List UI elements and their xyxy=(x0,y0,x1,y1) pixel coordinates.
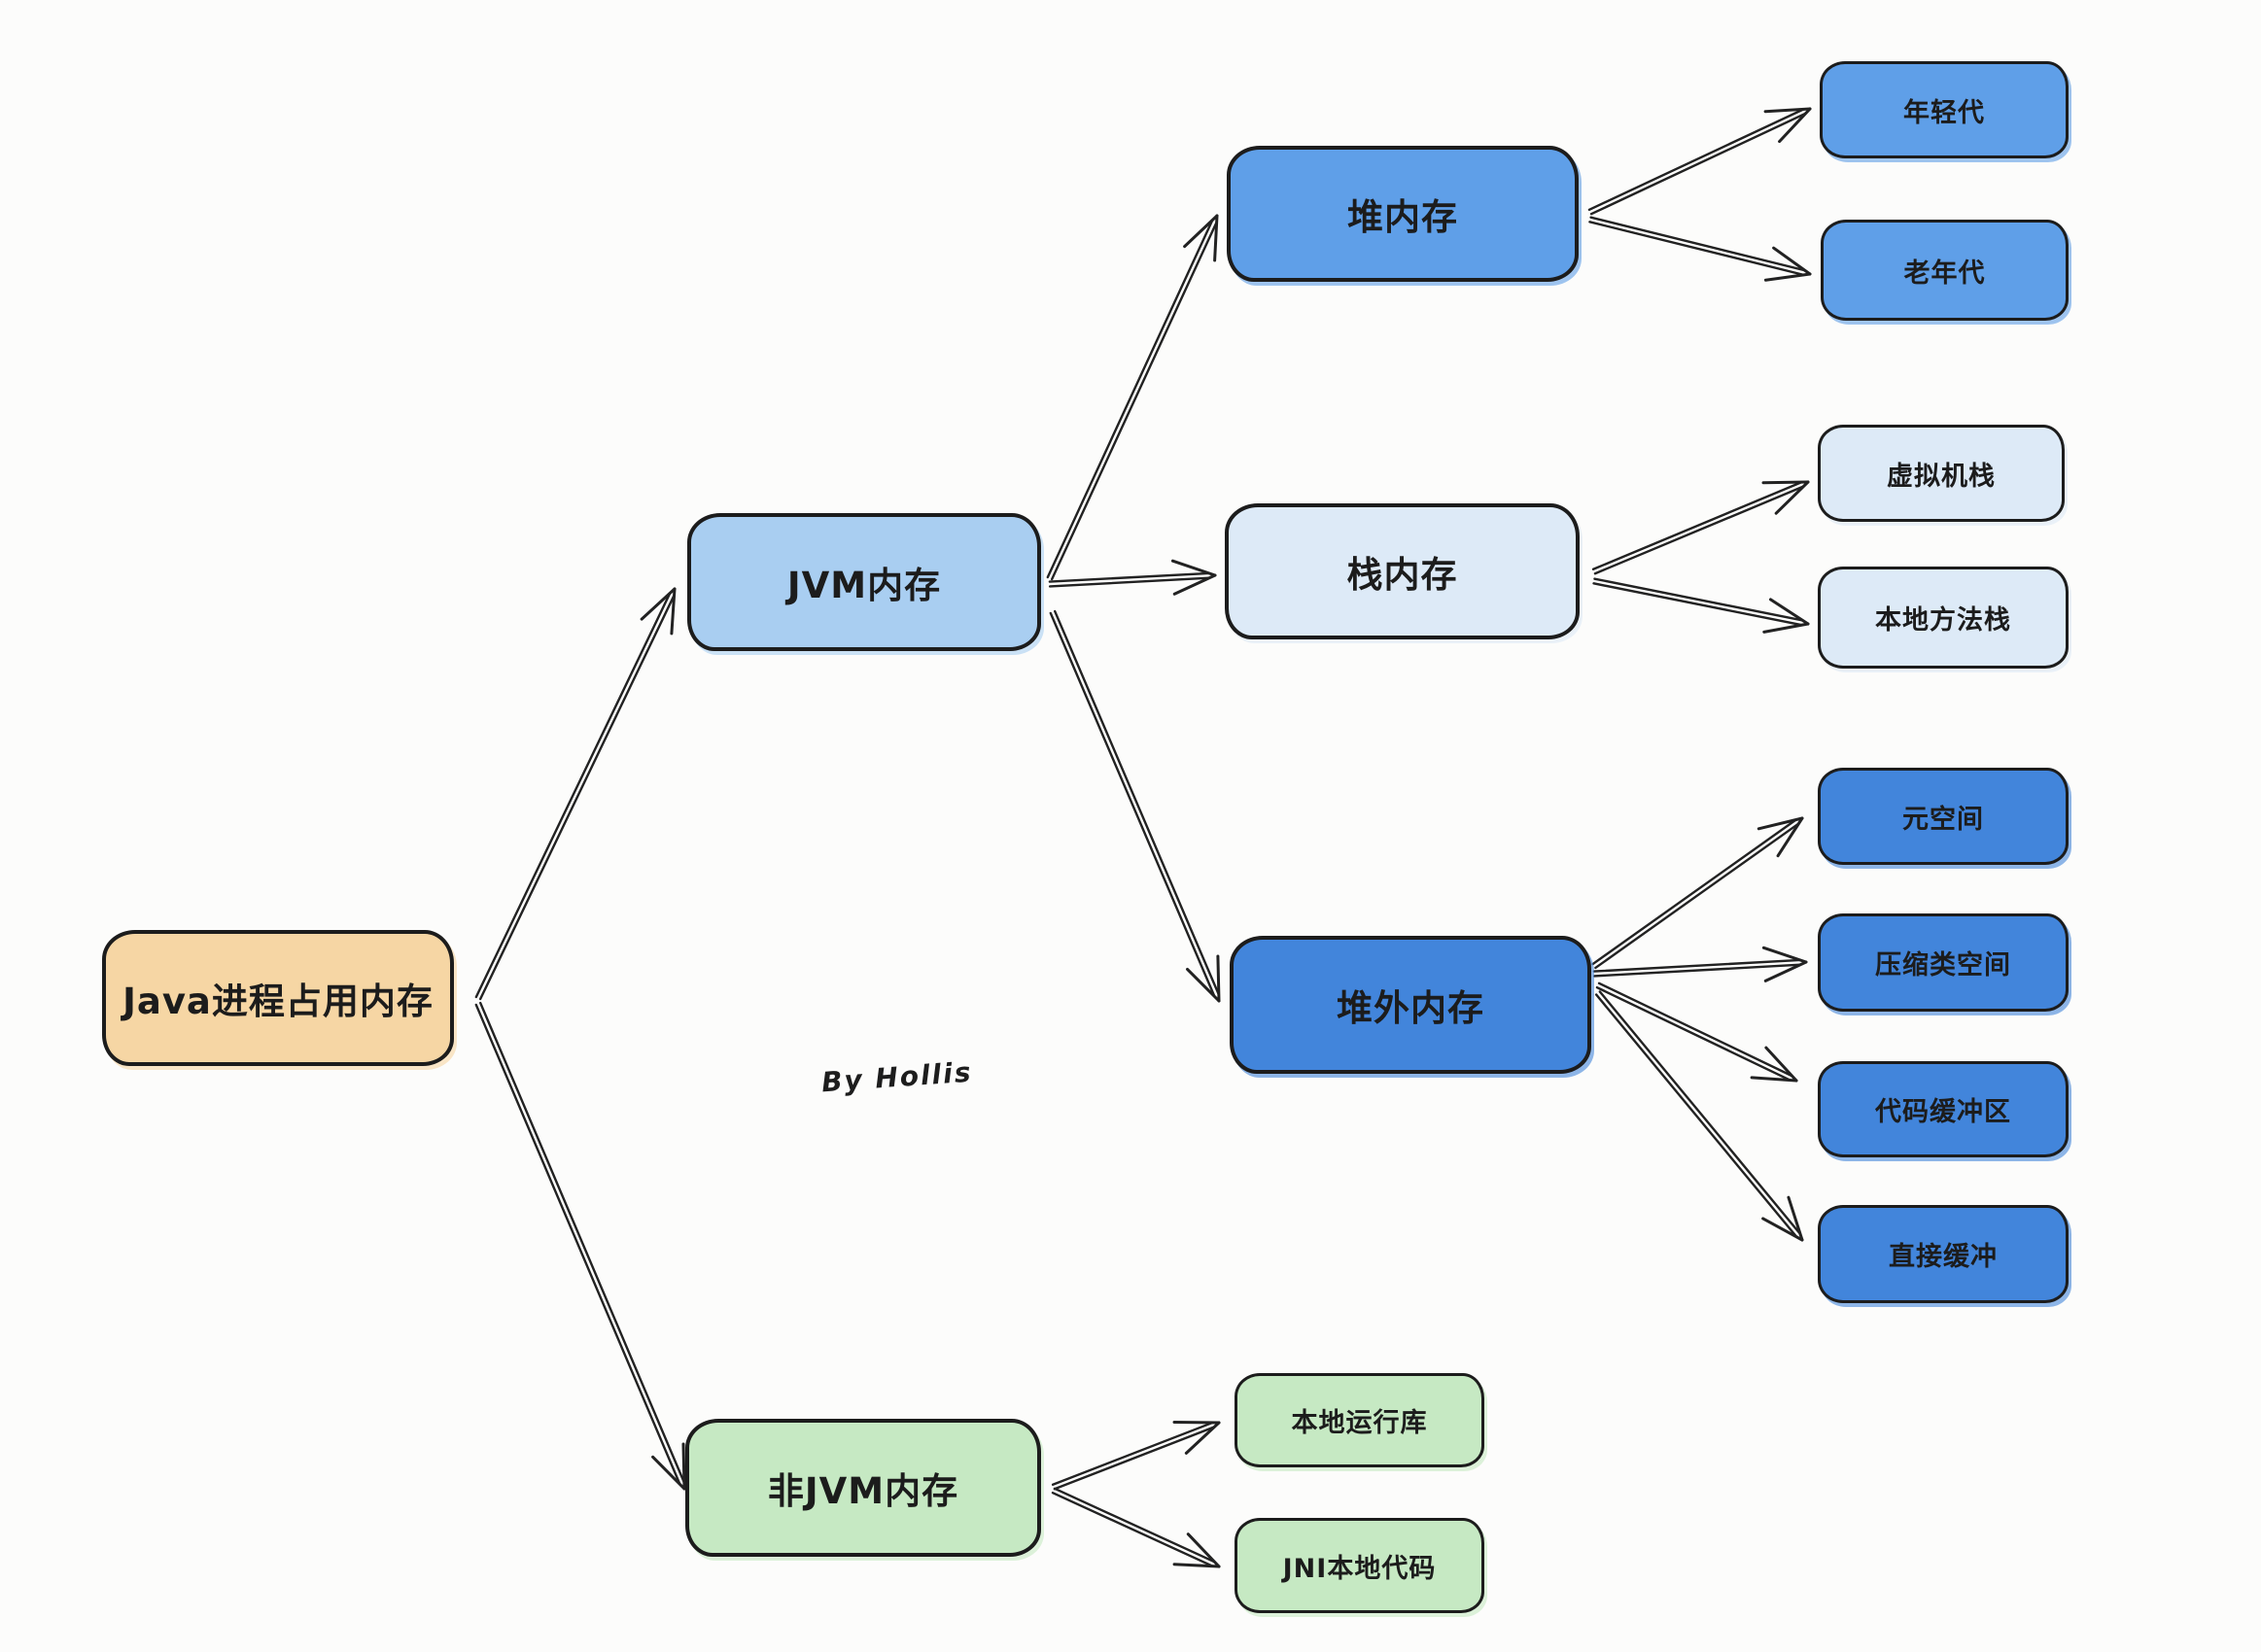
node-label-jvm: JVM内存 xyxy=(786,565,942,606)
edge-root-to-jvm xyxy=(474,587,677,1001)
node-label-nativelib: 本地运行库 xyxy=(1291,1408,1428,1438)
node-offheap[interactable]: 堆外内存 xyxy=(1230,936,1591,1074)
node-compressed[interactable]: 压缩类空间 xyxy=(1818,913,2069,1012)
edge-offheap-to-compressed xyxy=(1592,946,1808,982)
edge-jvm-to-offheap xyxy=(1049,609,1221,1003)
node-codecache[interactable]: 代码缓冲区 xyxy=(1818,1061,2069,1157)
node-label-old: 老年代 xyxy=(1903,258,1986,289)
node-root[interactable]: Java进程占用内存 xyxy=(102,930,454,1066)
edge-stack-to-vmstack xyxy=(1591,480,1810,575)
node-nativelib[interactable]: 本地运行库 xyxy=(1235,1373,1484,1467)
node-label-vmstack: 虚拟机栈 xyxy=(1887,461,1996,492)
node-heap[interactable]: 堆内存 xyxy=(1227,146,1579,282)
edge-jvm-to-heap xyxy=(1046,214,1219,581)
edge-root-to-nonjvm xyxy=(474,1001,686,1491)
node-label-offheap: 堆外内存 xyxy=(1337,987,1484,1029)
node-label-young: 年轻代 xyxy=(1903,97,1985,128)
edge-offheap-to-codecache xyxy=(1595,981,1798,1083)
node-label-nativestack: 本地方法栈 xyxy=(1875,605,2011,636)
edge-nonjvm-to-jni xyxy=(1051,1487,1221,1568)
edge-offheap-to-directbuffer xyxy=(1594,990,1804,1242)
edge-heap-to-young xyxy=(1587,107,1812,216)
node-jvm[interactable]: JVM内存 xyxy=(687,513,1041,651)
node-label-compressed: 压缩类空间 xyxy=(1875,950,2011,981)
node-young[interactable]: 年轻代 xyxy=(1820,61,2069,158)
edge-offheap-to-metaspace xyxy=(1591,816,1804,970)
node-label-stack: 栈内存 xyxy=(1346,554,1458,596)
edge-jvm-to-stack xyxy=(1048,559,1217,596)
node-stack[interactable]: 栈内存 xyxy=(1225,503,1580,639)
node-jni[interactable]: JNI本地代码 xyxy=(1235,1518,1484,1613)
edge-stack-to-nativestack xyxy=(1592,577,1810,634)
node-nativestack[interactable]: 本地方法栈 xyxy=(1818,567,2069,669)
edge-nonjvm-to-nativelib xyxy=(1051,1421,1221,1491)
node-directbuffer[interactable]: 直接缓冲 xyxy=(1818,1205,2069,1303)
edge-heap-to-old xyxy=(1588,216,1812,282)
node-vmstack[interactable]: 虚拟机栈 xyxy=(1818,425,2065,522)
node-nonjvm[interactable]: 非JVM内存 xyxy=(685,1419,1041,1557)
node-metaspace[interactable]: 元空间 xyxy=(1818,768,2069,865)
node-label-jni: JNI本地代码 xyxy=(1282,1553,1437,1584)
node-label-codecache: 代码缓冲区 xyxy=(1875,1097,2011,1127)
node-label-heap: 堆内存 xyxy=(1347,196,1458,238)
node-old[interactable]: 老年代 xyxy=(1821,220,2069,321)
node-label-metaspace: 元空间 xyxy=(1902,804,1984,835)
node-label-directbuffer: 直接缓冲 xyxy=(1889,1242,1998,1272)
node-label-root: Java进程占用内存 xyxy=(122,981,434,1022)
node-label-nonjvm: 非JVM内存 xyxy=(767,1470,959,1512)
